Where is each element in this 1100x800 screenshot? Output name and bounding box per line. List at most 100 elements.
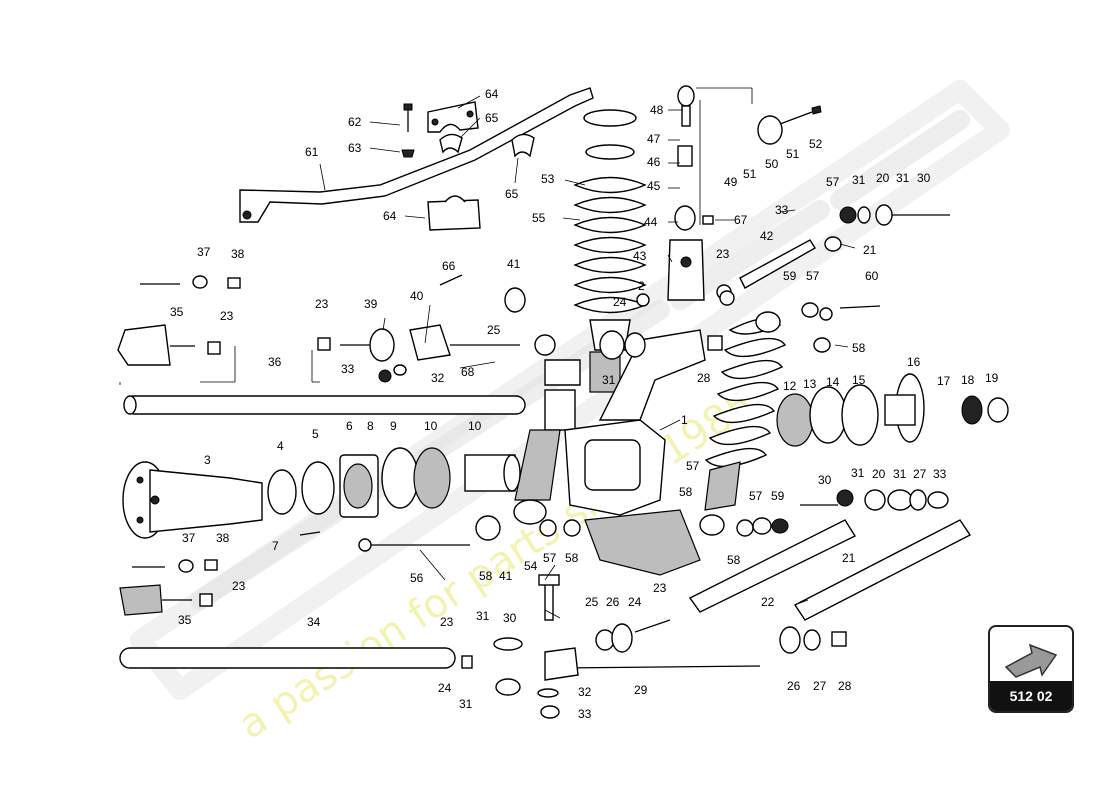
callout-35a: 35 bbox=[170, 305, 184, 319]
tube-22 bbox=[688, 519, 972, 621]
callout-31a: 31 bbox=[852, 173, 866, 187]
callout-23f: 23 bbox=[653, 581, 667, 595]
callout-62: 62 bbox=[348, 115, 362, 129]
callout-28a: 28 bbox=[697, 371, 711, 385]
callout-25a: 25 bbox=[487, 323, 501, 337]
tube-36 bbox=[123, 395, 526, 415]
callout-34: 34 bbox=[307, 615, 321, 629]
hub-flange-3 bbox=[122, 461, 263, 539]
callout-44: 44 bbox=[644, 215, 658, 229]
callout-22: 22 bbox=[761, 595, 775, 609]
callout-20a: 20 bbox=[876, 171, 890, 185]
callout-4: 4 bbox=[277, 439, 284, 453]
callout-15: 15 bbox=[852, 373, 866, 387]
callout-67: 67 bbox=[734, 213, 748, 227]
rod-39-40 bbox=[340, 324, 520, 362]
callout-41a: 41 bbox=[507, 257, 521, 271]
bearing-right bbox=[776, 373, 1009, 447]
callout-58d: 58 bbox=[479, 569, 493, 583]
callout-5: 5 bbox=[312, 427, 319, 441]
callout-56: 56 bbox=[410, 571, 424, 585]
callout-24a: 24 bbox=[613, 295, 627, 309]
callout-37b: 37 bbox=[182, 531, 196, 545]
callout-59b: 59 bbox=[771, 489, 785, 503]
mount-35-lower bbox=[119, 584, 192, 616]
callout-10a: 10 bbox=[424, 419, 438, 433]
callout-55: 55 bbox=[532, 211, 546, 225]
callout-68: 68 bbox=[461, 365, 475, 379]
callout-2: 2 bbox=[638, 279, 645, 293]
small-hardware bbox=[132, 204, 950, 719]
bolt-62 bbox=[401, 103, 415, 158]
callout-13: 13 bbox=[803, 377, 817, 391]
callout-58b: 58 bbox=[679, 485, 693, 499]
callout-49: 49 bbox=[724, 175, 738, 189]
callout-16: 16 bbox=[907, 355, 921, 369]
leader-lines bbox=[119, 87, 856, 619]
page-number: 512 02 bbox=[990, 681, 1072, 711]
callout-39: 39 bbox=[364, 297, 378, 311]
bushings-65 bbox=[439, 133, 535, 158]
callout-23b: 23 bbox=[220, 309, 234, 323]
callout-47: 47 bbox=[647, 132, 661, 146]
callout-65a: 65 bbox=[485, 111, 499, 125]
callout-30c: 30 bbox=[503, 611, 517, 625]
callout-26b: 26 bbox=[787, 679, 801, 693]
callout-53: 53 bbox=[541, 172, 555, 186]
callout-6: 6 bbox=[346, 419, 353, 433]
callout-14: 14 bbox=[826, 375, 840, 389]
callout-33d: 33 bbox=[578, 707, 592, 721]
callout-8: 8 bbox=[367, 419, 374, 433]
callout-65b: 65 bbox=[505, 187, 519, 201]
callout-30a: 30 bbox=[917, 171, 931, 185]
callout-46: 46 bbox=[647, 155, 661, 169]
callout-51b: 51 bbox=[786, 147, 800, 161]
bearing-rings bbox=[267, 447, 521, 518]
callout-27b: 27 bbox=[813, 679, 827, 693]
callout-20b: 20 bbox=[872, 467, 886, 481]
callout-59a: 59 bbox=[783, 269, 797, 283]
callout-38b: 38 bbox=[216, 531, 230, 545]
callout-25b: 25 bbox=[585, 595, 599, 609]
callout-63: 63 bbox=[348, 141, 362, 155]
callout-58c: 58 bbox=[727, 553, 741, 567]
callout-28b: 28 bbox=[838, 679, 852, 693]
callout-42: 42 bbox=[760, 229, 774, 243]
callout-43: 43 bbox=[633, 249, 647, 263]
mount-35-upper bbox=[117, 324, 195, 366]
callout-31f: 31 bbox=[476, 609, 490, 623]
callout-18: 18 bbox=[961, 373, 975, 387]
rod-end-parts bbox=[667, 85, 714, 301]
callout-30b: 30 bbox=[818, 473, 832, 487]
stabilizer-bar bbox=[239, 87, 594, 223]
callout-57a: 57 bbox=[826, 175, 840, 189]
callout-57e: 57 bbox=[543, 551, 557, 565]
callout-10b: 10 bbox=[468, 419, 482, 433]
callout-40: 40 bbox=[410, 289, 424, 303]
callout-64b: 64 bbox=[383, 209, 397, 223]
callout-61: 61 bbox=[305, 145, 319, 159]
callout-51a: 51 bbox=[743, 167, 757, 181]
callout-31g: 31 bbox=[459, 697, 473, 711]
arrow-icon bbox=[1004, 643, 1058, 678]
callout-31e: 31 bbox=[893, 467, 907, 481]
callout-38a: 38 bbox=[231, 247, 245, 261]
callout-7: 7 bbox=[272, 539, 279, 553]
callout-23d: 23 bbox=[232, 579, 246, 593]
callout-64a: 64 bbox=[485, 87, 499, 101]
callout-33c: 33 bbox=[933, 467, 947, 481]
coil-spring-right bbox=[699, 311, 787, 536]
callout-1: 1 bbox=[681, 413, 688, 427]
callout-23e: 23 bbox=[440, 615, 454, 629]
callout-58e: 58 bbox=[565, 551, 579, 565]
callout-21a: 21 bbox=[863, 243, 877, 257]
page-reference-badge[interactable]: 512 02 bbox=[988, 625, 1074, 713]
callout-9: 9 bbox=[390, 419, 397, 433]
callout-36: 36 bbox=[268, 355, 282, 369]
callout-23c: 23 bbox=[716, 247, 730, 261]
callout-54: 54 bbox=[524, 559, 538, 573]
clamp-lower bbox=[427, 195, 481, 231]
damper-left bbox=[513, 359, 581, 525]
callout-33a: 33 bbox=[775, 203, 789, 217]
callout-57d: 57 bbox=[749, 489, 763, 503]
